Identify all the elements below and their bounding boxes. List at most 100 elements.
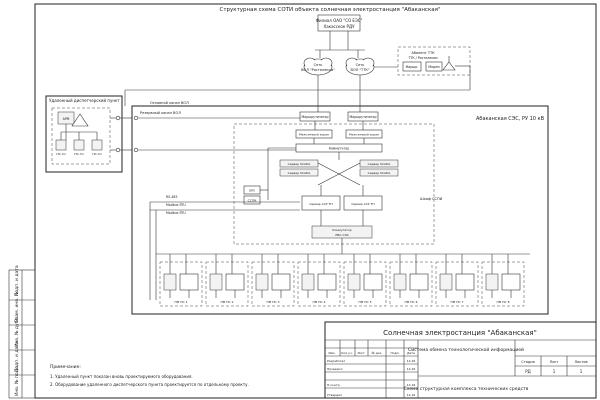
cloud-right-label-1: Сеть <box>356 63 365 67</box>
firewall-right-label: Межсетевой экран <box>349 133 379 137</box>
meter-box <box>301 273 315 291</box>
device-label: ПМ ПС 5 <box>358 300 371 304</box>
side-label-4: Подп. и дата <box>14 341 20 372</box>
tb-sheet-value: 1 <box>553 369 556 374</box>
device-cabinet <box>343 261 387 307</box>
device-cabinet <box>389 261 433 307</box>
tb-col-kol: Кол.уч. <box>341 351 352 355</box>
tb-role-utv: Утвердил <box>327 393 342 397</box>
tb-date-4: 12.16 <box>407 393 416 397</box>
ext-label-2: ТТК / Ростелеком <box>408 56 439 60</box>
cloud-right: Сеть ВОЛ "ТТК" <box>345 57 375 76</box>
controller-box <box>409 273 429 291</box>
device-group: ПМ ПС 8 <box>481 254 525 307</box>
tb-col-doc: № док. <box>372 351 383 355</box>
device-cabinet <box>251 261 295 307</box>
cloud-left: Сеть ВОЛ "Ростелеком" <box>301 57 335 76</box>
tb-col-sign: Подп. <box>390 351 399 355</box>
main-switch-label: Коммутатор <box>332 228 351 232</box>
remote-dev2-label: ПС-3л <box>56 152 65 156</box>
tb-role-nkontr: Н.контр. <box>327 383 340 387</box>
cloud-left-label-2: ВОЛ "Ростелеком" <box>301 68 335 72</box>
device-label: ПМ ПС 7 <box>450 300 463 304</box>
controller-box <box>271 273 291 291</box>
device-label: ПМ ПС 8 <box>496 300 509 304</box>
tb-role-dev: Разработал <box>327 359 345 363</box>
remote-device-4 <box>91 139 103 151</box>
sheet-frame <box>34 3 597 399</box>
side-label-2: Взам. инв. № <box>14 291 20 322</box>
tb-role-check: Проверил <box>327 367 342 371</box>
cloud-right-label-2: ВОЛ "ТТК" <box>351 68 370 72</box>
tb-sheets-label: Листов <box>574 360 587 364</box>
ext-label-1: Абонент ТТК <box>411 51 435 55</box>
meter-box <box>255 273 269 291</box>
device-group: ПМ ПС 5 <box>343 254 387 307</box>
side-label-5: Инв. № подл. <box>14 365 20 396</box>
aux-label: Шкаф ССПИ <box>420 197 443 201</box>
antenna-icon <box>442 61 456 71</box>
meter-box <box>347 273 361 291</box>
scada-left-2-label: Сервер SCADA <box>288 171 312 175</box>
device-label: ПМ ПС 3 <box>266 300 279 304</box>
tb-date-3: 12.16 <box>407 383 416 387</box>
scada-right-1 <box>359 159 399 168</box>
tb-date-2: 12.16 <box>407 367 416 371</box>
rs-label-3: Modbus RTU <box>166 211 186 215</box>
remote-port-2 <box>115 147 121 153</box>
tb-col-izm: Изм. <box>328 351 335 355</box>
controller-box <box>455 273 475 291</box>
external-dashed-box <box>397 46 471 76</box>
remote-dev3-label: ПС-3л <box>74 152 83 156</box>
remote-inner <box>51 107 111 165</box>
tb-stage-label: Стадия <box>521 360 534 364</box>
scada-left-1 <box>279 159 319 168</box>
gps-label: GPS <box>249 189 255 193</box>
meter-box <box>439 273 453 291</box>
scada-right-2-label: Сервер SCADA <box>368 171 392 175</box>
remote-dev1-label: АРМ <box>63 117 70 121</box>
asu-left-label: Сервер АСУ ТП <box>309 202 332 206</box>
switch-top-label: Коммутатор <box>329 147 350 151</box>
title-block <box>324 321 597 399</box>
device-cabinet <box>205 261 249 307</box>
remote-dev4-label: ПС-3л <box>92 152 101 156</box>
device-label: ПМ ПС 6 <box>404 300 417 304</box>
sspi-cabinet <box>233 123 435 245</box>
meter-box <box>485 273 499 291</box>
ext-modem <box>425 61 443 72</box>
controller-box <box>179 273 199 291</box>
device-cabinet <box>297 261 341 307</box>
tb-date-1: 12.16 <box>407 359 416 363</box>
tb-sheet-label: Лист <box>550 360 559 364</box>
remote-panel-title: Удаленный диспетчерский пункт <box>49 98 120 103</box>
tb-stage-value: РД <box>525 369 531 374</box>
rdu-label-2: Хакасское РДУ <box>323 24 355 29</box>
scada-right-2 <box>359 168 399 177</box>
meter-box <box>393 273 407 291</box>
device-group: ПМ ПС 4 <box>297 254 341 307</box>
device-group: ПМ ПС 7 <box>435 254 479 307</box>
remote-triangle-icon <box>71 113 89 127</box>
page-title: Структурная схема СОТИ объекта солнечная… <box>219 7 440 13</box>
device-group: ПМ ПС 2 <box>205 254 249 307</box>
rs-label-1: RS-485 <box>166 195 177 199</box>
remote-device-3 <box>73 139 85 151</box>
ses-title: Абаканская СЭС, РУ 10 кВ <box>476 116 545 122</box>
device-group: ПМ ПС 6 <box>389 254 433 307</box>
scada-left-1-label: Сервер SCADA <box>288 162 312 166</box>
router-2-label: Маршрутизатор <box>350 115 377 119</box>
tb-project-title: Солнечная электростанция "Абаканская" <box>383 329 537 337</box>
link-left-label: Резервный канал ВОЛ <box>140 111 181 115</box>
controller-box <box>363 273 383 291</box>
side-label-3: Инв. № дубл. <box>14 316 20 347</box>
meter-box <box>209 273 223 291</box>
rdu-box <box>317 14 361 32</box>
usv-label: ССПИ <box>248 199 257 203</box>
ext-router <box>402 61 422 72</box>
remote-port-1 <box>115 115 121 121</box>
tb-sheets-value: 1 <box>580 369 583 374</box>
tb-col-list: Лист <box>357 351 365 355</box>
tb-drawing-name: Схема структурная комплекса технических … <box>404 386 529 392</box>
